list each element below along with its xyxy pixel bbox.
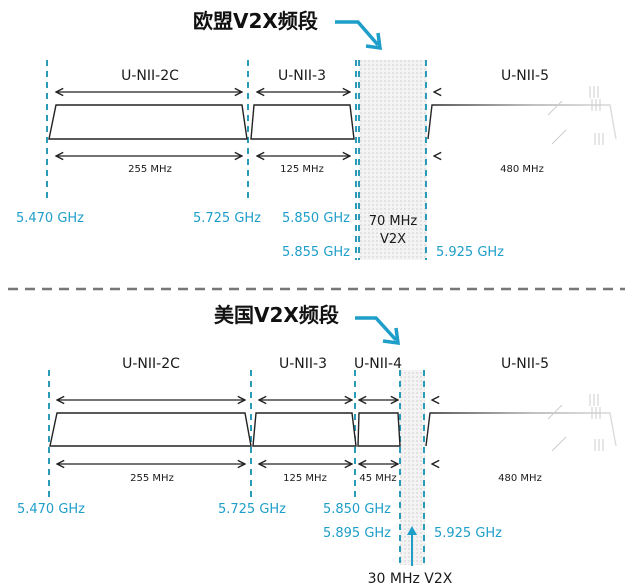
us-title-arrow-icon — [355, 316, 401, 346]
eu-title-arrow-icon — [335, 20, 383, 51]
us-band-label-unii2c: U-NII-2C — [122, 356, 180, 372]
eu-shape-unii5 — [427, 104, 617, 140]
us-band-label-unii5: U-NII-5 — [501, 356, 549, 372]
us-title: 美国V2X频段 — [214, 303, 339, 327]
us-freq-5925: 5.925 GHz — [434, 526, 502, 541]
eu-break-marks-icon — [547, 86, 604, 145]
eu-freq-5470: 5.470 GHz — [16, 211, 84, 226]
eu-bw-unii5: 480 MHz — [500, 164, 544, 175]
eu-freq-5725: 5.725 GHz — [193, 211, 261, 226]
eu-freq-5850: 5.850 GHz — [282, 211, 350, 226]
us-freq-5725: 5.725 GHz — [218, 502, 286, 517]
us-shape-unii5 — [425, 412, 617, 447]
eu-shape-unii3 — [250, 104, 355, 140]
us-bw-unii3: 125 MHz — [283, 473, 327, 484]
us-shape-unii3 — [252, 412, 357, 447]
us-freq-5470: 5.470 GHz — [17, 502, 85, 517]
us-band-label-unii3: U-NII-3 — [279, 356, 327, 372]
us-v2x-label: 30 MHz V2X — [368, 571, 453, 586]
eu-band-label-unii2c: U-NII-2C — [121, 68, 179, 84]
eu-freq-5925: 5.925 GHz — [436, 245, 504, 260]
us-break-marks-icon — [547, 394, 604, 452]
us-v2x-pointer-arrow-icon — [407, 526, 417, 566]
eu-v2x-label-name: V2X — [380, 232, 406, 247]
us-bw-unii5: 480 MHz — [498, 473, 542, 484]
us-shape-unii4 — [357, 412, 401, 447]
us-freq-5850: 5.850 GHz — [323, 502, 391, 517]
eu-section: 欧盟V2X频段 U-NII-2C U-NII-3 U-NII-5 — [16, 9, 620, 260]
eu-bw-unii3: 125 MHz — [280, 164, 324, 175]
us-shape-unii2c — [49, 412, 252, 447]
us-section: 美国V2X频段 U-NII-2C U-NII-3 U-NII-4 U-NII-5 — [17, 303, 620, 586]
eu-title: 欧盟V2X频段 — [193, 9, 318, 33]
us-bw-unii4: 45 MHz — [359, 473, 396, 484]
eu-freq-5855: 5.855 GHz — [282, 245, 350, 260]
us-bw-unii2c: 255 MHz — [130, 473, 174, 484]
eu-bw-unii2c: 255 MHz — [128, 164, 172, 175]
eu-v2x-band — [359, 60, 427, 260]
eu-v2x-label-bandwidth: 70 MHz — [369, 214, 418, 229]
us-band-label-unii4: U-NII-4 — [354, 356, 402, 372]
eu-band-label-unii3: U-NII-3 — [278, 68, 326, 84]
eu-band-label-unii5: U-NII-5 — [501, 68, 549, 84]
us-freq-5895: 5.895 GHz — [323, 526, 391, 541]
eu-shape-unii2c — [48, 104, 248, 140]
